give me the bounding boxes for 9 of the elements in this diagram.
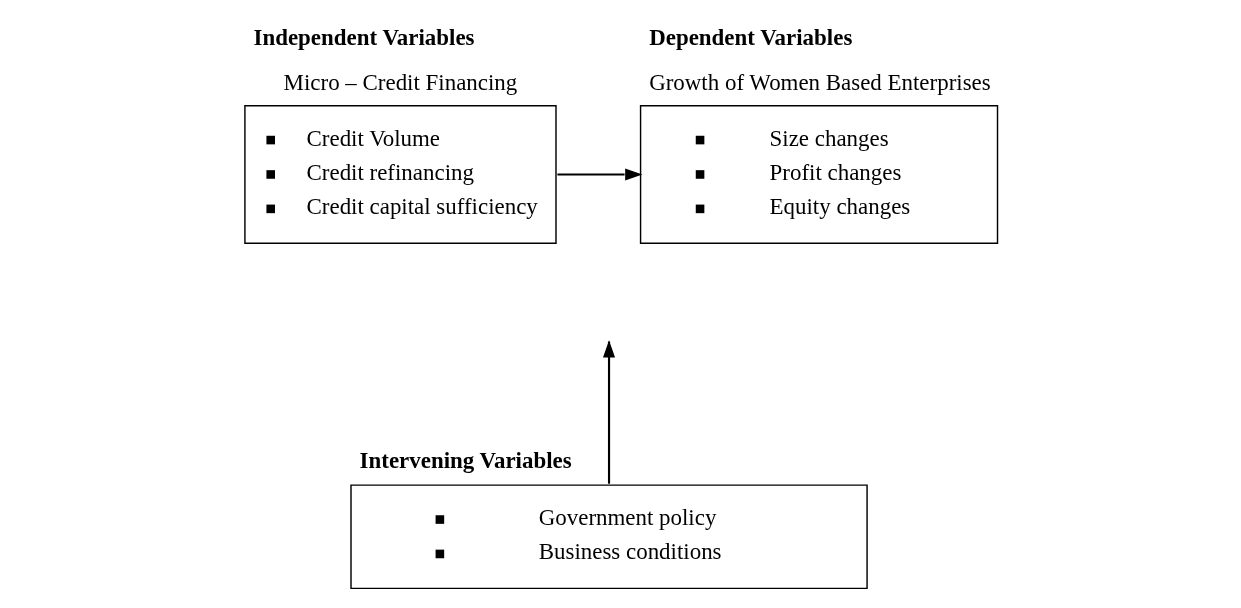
node-label: Intervening Variables [359,447,572,473]
node-box: Credit Volume Credit refinancing Credit capital sufficiency [244,104,557,244]
node-label: Growth of Women Based Enterprises [649,69,991,95]
node-label: Dependent Variables [649,25,853,51]
node-box: Government policy Business conditions [350,484,868,590]
node-label: Micro – Credit Financing [283,69,518,95]
node-label: Independent Variables [253,25,475,51]
node-box: Size changes Profit changes Equity changes [639,104,999,244]
arrow [557,168,643,181]
